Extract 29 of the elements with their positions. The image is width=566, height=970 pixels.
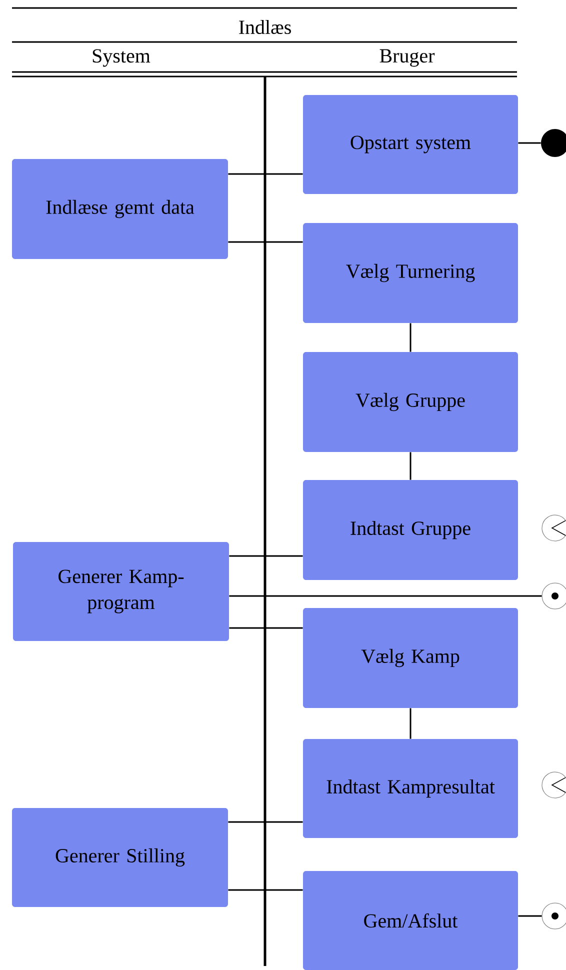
process-box: Vælg Kamp: [303, 608, 518, 708]
process-box: Generer Stilling: [12, 808, 228, 907]
connector-line: [229, 627, 303, 629]
end-circle: [542, 582, 566, 610]
connector-line: [228, 889, 303, 891]
connector-line: [228, 241, 303, 243]
process-box: Indlæse gemt data: [12, 159, 228, 259]
process-box: Opstart system: [303, 95, 518, 194]
connector-line: [228, 173, 303, 175]
connector-line: [518, 142, 541, 144]
diagram-title: Indlæs: [239, 20, 291, 34]
process-box: Gem/Afslut: [303, 871, 518, 970]
connector-line: [410, 452, 412, 480]
connector-line: [228, 821, 303, 823]
connector-line: [229, 555, 303, 557]
process-box: Indtast Gruppe: [303, 480, 518, 580]
wedge-circle: [542, 514, 566, 542]
end-circle: [542, 902, 566, 930]
process-box: Generer Kamp-program: [13, 542, 229, 641]
connector-line: [518, 915, 542, 917]
connector-line: [410, 323, 412, 352]
process-box: Indtast Kampresultat: [303, 739, 518, 838]
lane-label: System: [92, 49, 150, 67]
process-box: Vælg Turnering: [303, 223, 518, 323]
lane-label: Bruger: [380, 49, 435, 67]
connector-line: [410, 708, 412, 739]
connector-line: [229, 595, 542, 597]
process-box: Vælg Gruppe: [303, 352, 518, 452]
wedge-circle: [542, 772, 566, 798]
